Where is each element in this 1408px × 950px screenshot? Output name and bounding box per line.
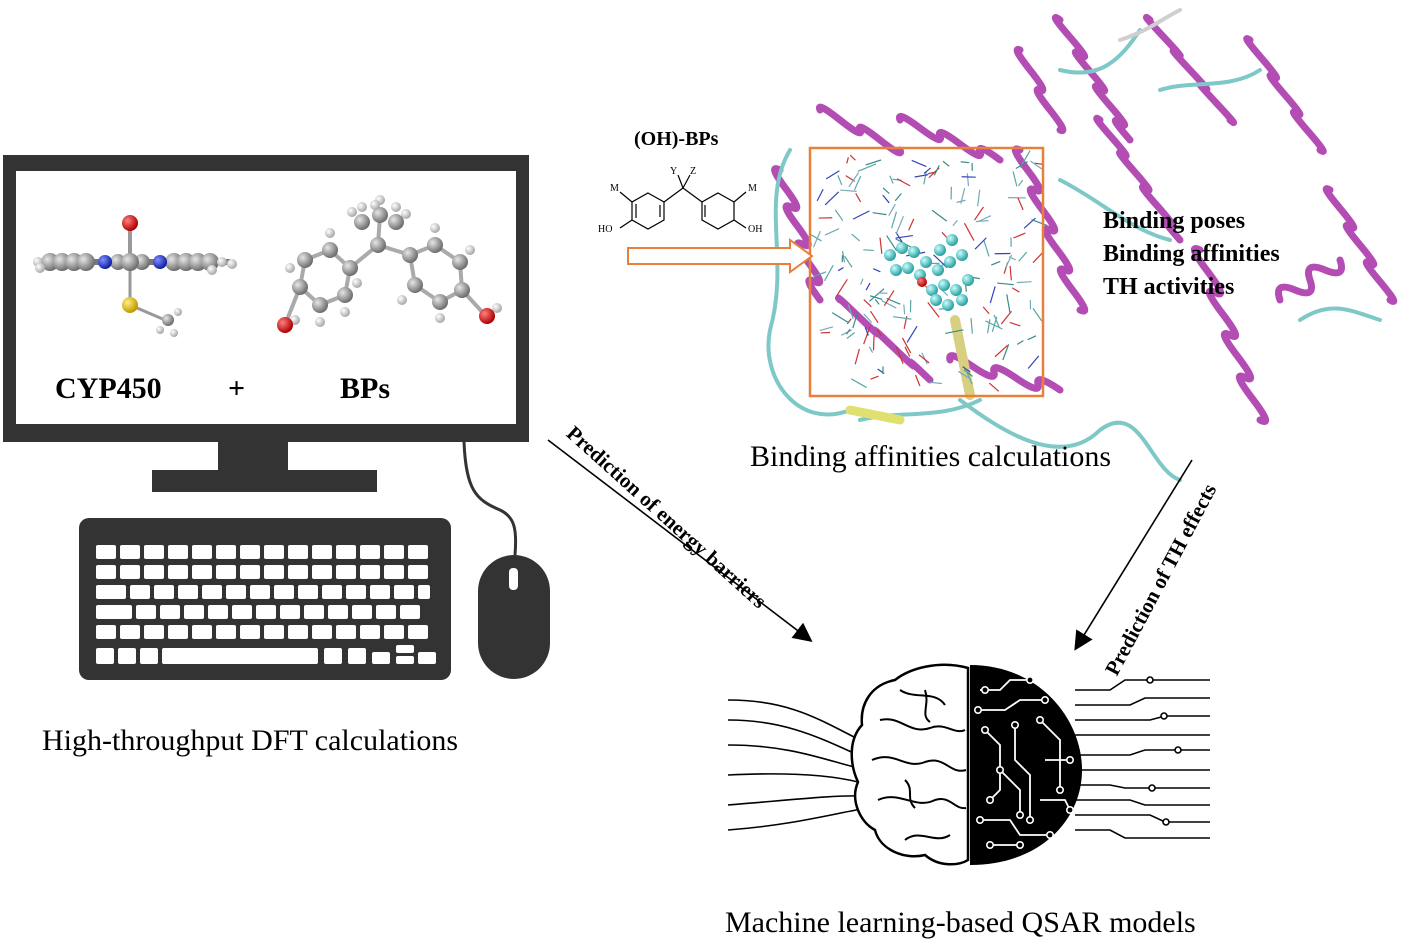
property-binding-poses: Binding poses <box>1103 205 1280 238</box>
dft-caption: High-throughput DFT calculations <box>42 724 458 758</box>
docking-properties: Binding poses Binding affinities TH acti… <box>1103 205 1280 304</box>
ohbps-structure <box>620 175 746 229</box>
binding-site-box <box>810 148 1043 396</box>
screen-label-plus: + <box>228 372 245 406</box>
screen-label-cyp450: CYP450 <box>55 372 162 406</box>
monitor-stand <box>152 470 377 492</box>
m-right-label: M <box>748 183 757 194</box>
property-binding-affinities: Binding affinities <box>1103 238 1280 271</box>
hollow-arrow <box>628 240 812 272</box>
ho-left-label: HO <box>598 224 612 235</box>
ohbps-title: (OH)-BPs <box>634 128 718 151</box>
m-left-label: M <box>610 183 619 194</box>
computer-illustration <box>3 155 550 680</box>
oh-right-label: OH <box>748 224 762 235</box>
property-th-activities: TH activities <box>1103 271 1280 304</box>
z-label: Z <box>690 166 696 177</box>
keyboard <box>79 518 451 680</box>
mouse-cable <box>464 442 516 555</box>
monitor-neck <box>218 442 288 470</box>
mouse-wheel <box>509 568 518 590</box>
y-label: Y <box>670 166 677 177</box>
brain-illustration <box>728 665 1210 865</box>
screen-label-bps: BPs <box>340 372 390 406</box>
ml-caption: Machine learning-based QSAR models <box>725 906 1196 940</box>
binding-caption: Binding affinities calculations <box>750 440 1111 474</box>
